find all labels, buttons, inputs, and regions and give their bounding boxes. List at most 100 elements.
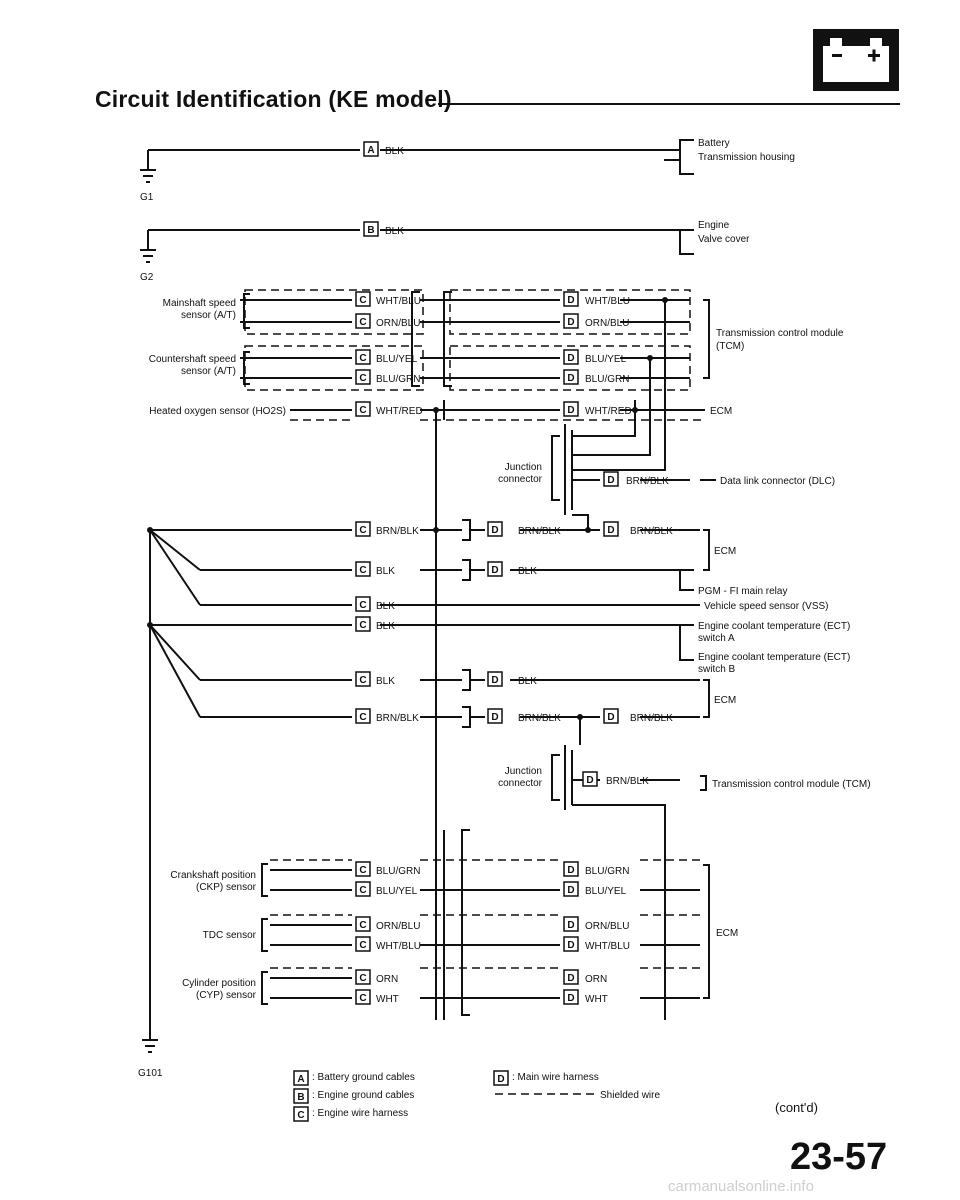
connector-tag-c: C [355,969,371,985]
connector-tag-d: D [563,969,579,985]
connector-tag-c: C [355,596,371,612]
wire-label: BLU/GRN [376,866,420,877]
connector-tag-c: C [355,349,371,365]
connector-tag-letter: C [359,565,366,576]
ect-a-label: Engine coolant temperature (ECT) [698,621,850,632]
connector-tag-letter: C [359,675,366,686]
tcm-label: Transmission control module [716,328,844,339]
contd-note: (cont'd) [775,1100,818,1115]
cyp-label: Cylinder position [182,978,256,989]
connector-tag-d: D [563,291,579,307]
connector-tag-d: D [603,471,619,487]
connector-tag-b: B [293,1088,309,1104]
junction-label: Junction [505,462,542,473]
junction-dots [147,297,668,720]
wire-label: BLU/GRN [585,866,629,877]
connector-tag-letter: C [359,353,366,364]
connector-tag-letter: D [567,317,574,328]
connector-tag-a: A [293,1070,309,1086]
connector-tag-d: D [563,916,579,932]
connector-tag-letter: D [491,675,498,686]
wire-label: BRN/BLK [606,776,649,787]
countershaft-label-2: sensor (A/T) [181,366,236,377]
connector-tag-letter: D [567,973,574,984]
connector-tag-c: C [355,936,371,952]
connector-tag-d: D [563,401,579,417]
wire-label: WHT/BLU [376,941,421,952]
legend-d: : Main wire harness [512,1072,599,1083]
ground-symbols [140,169,158,1053]
wire-label: BLK [376,601,395,612]
wire-label: WHT/RED [376,406,423,417]
wire-label: ORN/BLU [376,318,420,329]
connector-tag-letter: D [567,920,574,931]
connector-tag-letter: D [607,525,614,536]
watermark: carmanualsonline.info [668,1178,814,1195]
connector-tag-c: C [355,916,371,932]
ground-g101: G101 [138,1068,163,1079]
battery-label-2: Transmission housing [698,152,795,163]
wire-label: ORN/BLU [585,921,629,932]
mainshaft-label-2: sensor (A/T) [181,310,236,321]
connector-tag-d: D [603,708,619,724]
connector-tag-c: C [355,521,371,537]
ecm-label: ECM [710,406,732,417]
wire-label: BRN/BLK [376,526,419,537]
engine-label-2: Valve cover [698,234,750,245]
vss-label: Vehicle speed sensor (VSS) [704,601,829,612]
connector-tag-d: D [582,771,598,787]
wire-label: BRN/BLK [376,713,419,724]
junction-label-2: connector [498,778,543,789]
wire-label: BLU/YEL [585,354,627,365]
ckp-label-2: (CKP) sensor [196,882,257,893]
connector-tag-d: D [487,521,503,537]
wire-label: BLK [385,226,404,237]
tdc-label: TDC sensor [203,930,257,941]
connector-tag-letter: D [607,475,614,486]
connector-tag-letter: C [359,295,366,306]
wire-label: BRN/BLK [630,713,673,724]
connector-tag-letter: C [359,600,366,611]
mainshaft-label: Mainshaft speed [163,298,236,309]
connector-tag-letter: D [567,885,574,896]
legend-b: : Engine ground cables [312,1090,414,1101]
connector-tag-letter: C [359,920,366,931]
connector-tag-d: D [563,369,579,385]
title-rule [438,103,900,105]
connector-tag-d: D [563,313,579,329]
connector-tag-c: C [355,401,371,417]
wire-label: BLK [385,146,404,157]
ground-g1: G1 [140,192,154,203]
junction-label: Junction [505,766,542,777]
connector-tag-letter: C [359,525,366,536]
wire-label: BRN/BLK [626,476,669,487]
legend-a: : Battery ground cables [312,1072,415,1083]
wire-label: BLU/YEL [376,354,418,365]
connector-tag-d: D [563,861,579,877]
ground-g2: G2 [140,272,154,283]
legend-c: : Engine wire harness [312,1108,408,1119]
connector-tag-c: C [355,861,371,877]
connector-tag-c: C [355,291,371,307]
connector-tag-letter: C [359,865,366,876]
ho2s-label: Heated oxygen sensor (HO2S) [149,406,286,417]
connector-tag-b: B [363,221,379,237]
cyp-label-2: (CYP) sensor [196,990,257,1001]
connector-tag-letter: D [607,712,614,723]
connector-tag-letter: C [359,373,366,384]
connector-tag-letter: C [297,1110,304,1121]
legend-shielded: Shielded wire [600,1090,660,1101]
wire-label: BLU/YEL [585,886,627,897]
connector-tag-d: D [563,881,579,897]
connector-tag-letter: C [359,940,366,951]
wire-label: WHT [585,994,608,1005]
wire-label: ORN [376,974,398,985]
connector-tag-c: C [355,708,371,724]
connector-tag-c: C [293,1106,309,1122]
connector-tag-c: C [355,989,371,1005]
ect-b-label: Engine coolant temperature (ECT) [698,652,850,663]
connector-tag-a: A [363,141,379,157]
connector-tag-c: C [355,671,371,687]
connector-tags: ABCCCCCDDDDDDCCCCCCDDDDDDDCCCCCCDDDDDDAB… [293,141,619,1122]
